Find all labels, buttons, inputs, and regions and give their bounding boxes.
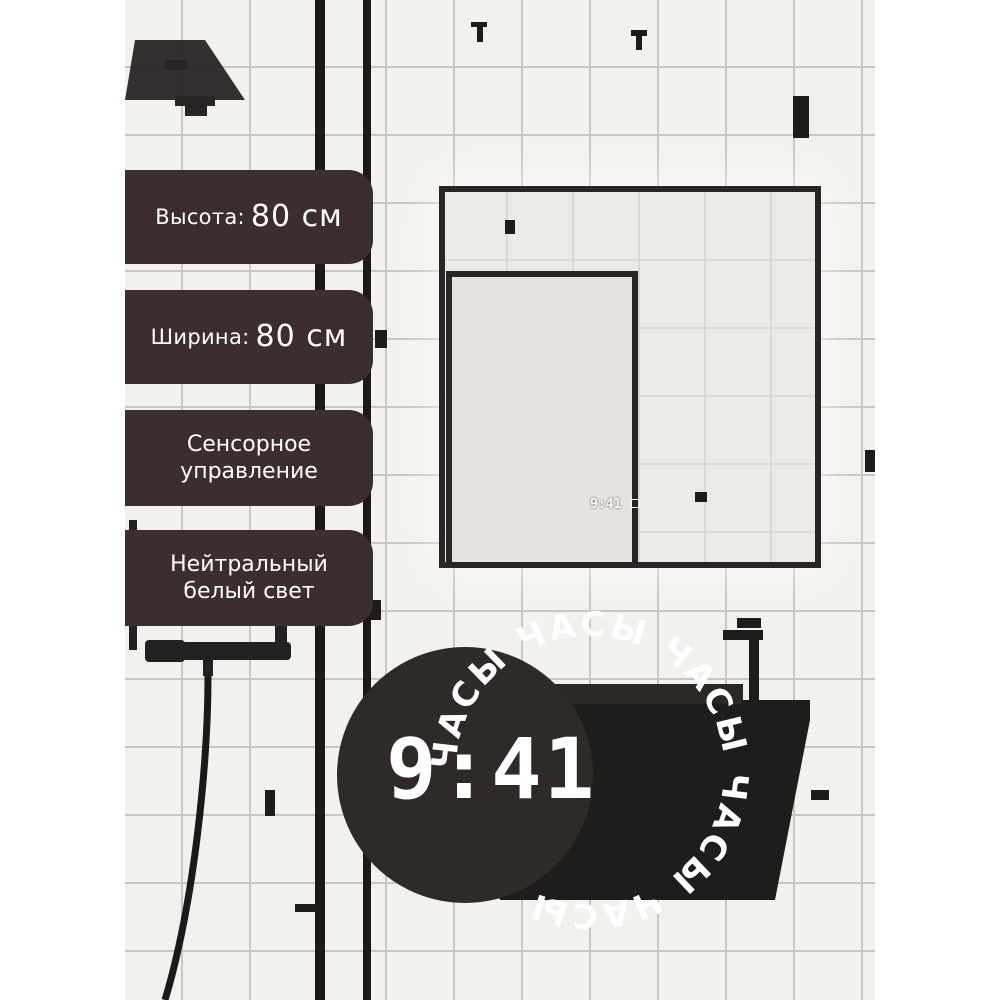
scene-illustration	[125, 0, 875, 1000]
touch-control-line2: управление	[180, 459, 318, 484]
clock-badge: ЧАСЫ ЧАСЫ ЧАСЫ ЧАСЫ ЧАСЫ	[337, 605, 753, 936]
touch-control-line1: Сенсорное	[186, 431, 312, 457]
width-label: Ширина:	[150, 324, 250, 349]
height-pill: Высота: 80 см	[125, 170, 373, 264]
height-label: Высота:	[155, 204, 245, 229]
touch-sensor-icon	[631, 499, 641, 508]
light-pill: Нейтральный белый свет	[125, 530, 373, 626]
width-pill: Ширина: 80 см	[125, 290, 373, 384]
bathroom-scene: ЧАСЫ ЧАСЫ ЧАСЫ ЧАСЫ ЧАСЫ	[125, 0, 875, 1000]
light-line2: белый свет	[183, 579, 315, 604]
width-value: 80 см	[255, 319, 348, 355]
clock-badge-circle	[337, 647, 593, 903]
light-line1: Нейтральный	[170, 551, 328, 577]
mirror-clock-display: 9:41	[590, 497, 641, 512]
mirror-clock-time: 9:41	[590, 497, 622, 512]
clock-time: 9:41	[386, 720, 597, 818]
led-mirror	[439, 186, 821, 568]
height-value: 80 см	[250, 199, 343, 235]
touch-control-pill: Сенсорное управление	[125, 410, 373, 506]
